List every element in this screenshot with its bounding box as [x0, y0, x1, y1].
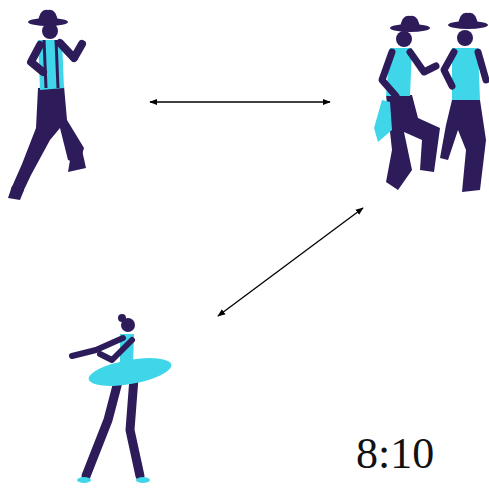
ballerina	[72, 314, 173, 483]
time-label: 8:10	[356, 432, 434, 476]
double-arrow	[150, 101, 330, 102]
dancer-figure	[60, 316, 218, 486]
cowboy-dancer	[8, 10, 86, 200]
double-arrow	[218, 208, 363, 316]
dancer-figure	[330, 10, 489, 208]
dancer-figure	[8, 7, 150, 197]
cowboy-pair	[374, 13, 488, 192]
